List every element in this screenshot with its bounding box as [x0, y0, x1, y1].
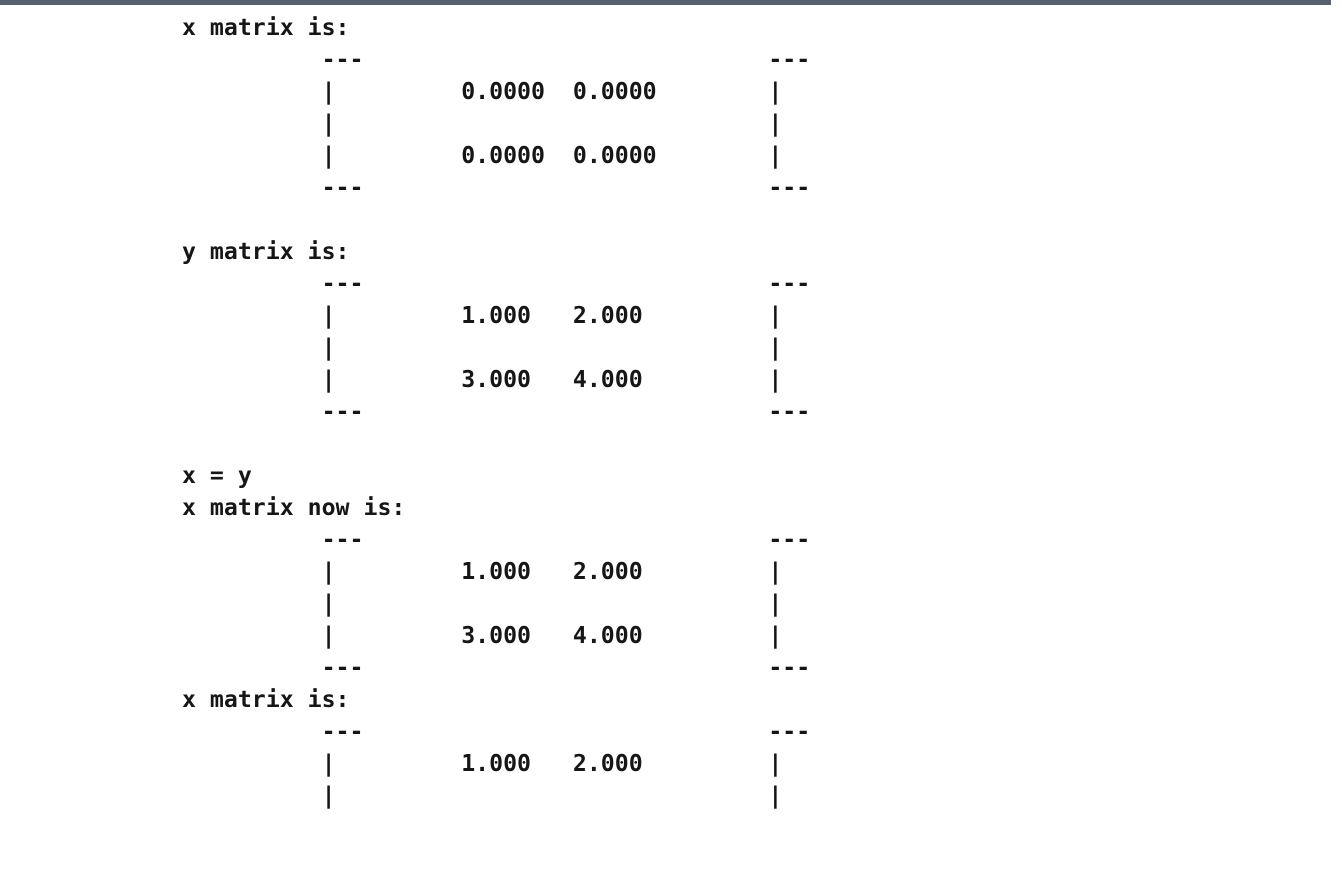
console-line: | 1.000 2.000 | — [182, 750, 783, 778]
console-line: | | — [182, 782, 783, 810]
console-line: | 1.000 2.000 | — [182, 558, 783, 586]
console-line-blank — [182, 428, 1342, 460]
console-line: x matrix now is: — [182, 494, 406, 522]
console-line: x = y — [182, 462, 252, 490]
console-line: y matrix is: — [182, 238, 350, 266]
console-line: --- --- — [182, 526, 811, 554]
console-line-blank — [182, 204, 1342, 236]
console-line: | | — [182, 590, 783, 618]
console-line: | 3.000 4.000 | — [182, 366, 783, 394]
console-line: | 3.000 4.000 | — [182, 622, 783, 650]
console-line: --- --- — [182, 270, 811, 298]
console-line: x matrix is: — [182, 14, 350, 42]
console-line: --- --- — [182, 718, 811, 746]
console-line: --- --- — [182, 174, 811, 202]
console-line: | 0.0000 0.0000 | — [182, 142, 783, 170]
console-line: --- --- — [182, 46, 811, 74]
console-line: | 0.0000 0.0000 | — [182, 78, 783, 106]
console-line: | | — [182, 334, 783, 362]
console-line: | 1.000 2.000 | — [182, 302, 783, 330]
console-output-text[interactable]: x matrix is: --- --- | 0.0000 0.0000 | |… — [182, 14, 1342, 857]
console-line: x matrix is: — [182, 686, 350, 714]
window-chrome-bar — [0, 0, 1331, 5]
console-line: --- --- — [182, 398, 811, 426]
console-line: | | — [182, 110, 783, 138]
console-line: --- --- — [182, 654, 811, 682]
